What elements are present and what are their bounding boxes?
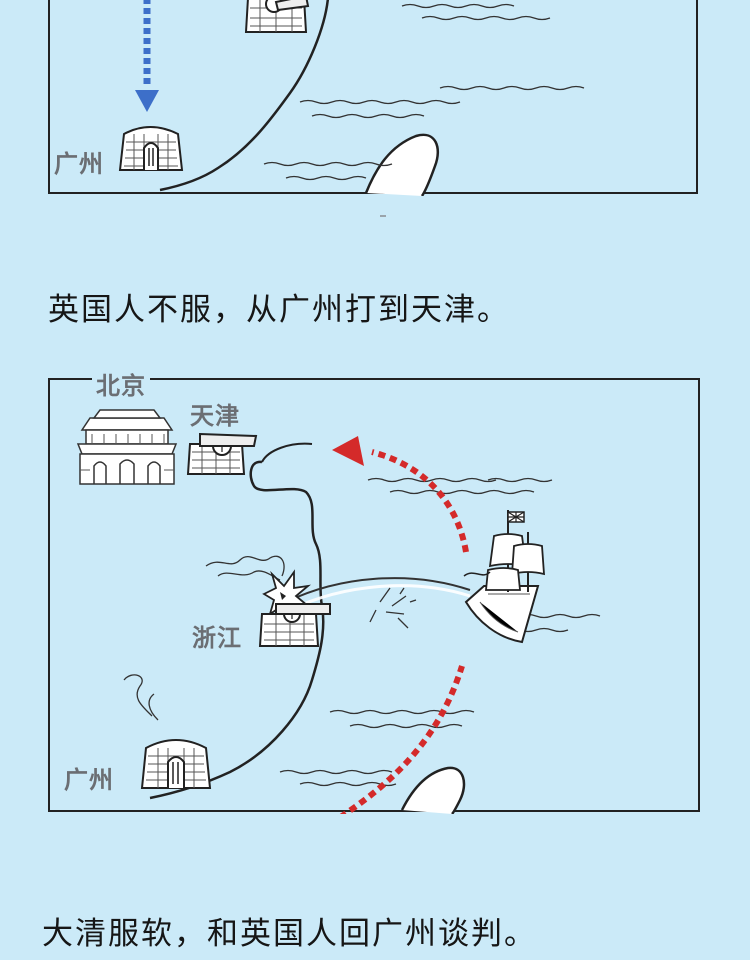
label-zhejiang: 浙江: [192, 624, 242, 652]
fortress-icon: [140, 739, 212, 789]
label-guangzhou-bottom: 广州: [64, 766, 114, 794]
cannon-fortress-icon: [186, 432, 258, 475]
blue-dashed-arrow-icon: [135, 0, 159, 112]
map-illustration-top: [118, 0, 585, 196]
map-panel-bottom: 北京 天津 浙江 广州: [48, 366, 700, 814]
cannon-fortress-icon: [258, 603, 331, 647]
splash-icon: [369, 587, 417, 629]
map-illustration-bottom: [76, 409, 601, 814]
fortress-icon: [118, 126, 184, 171]
caption-first: 英国人不服，从广州打到天津。: [48, 292, 510, 328]
waves-icon: [279, 477, 601, 787]
label-guangzhou-top: 广州: [54, 150, 104, 178]
map-panel-top: 广州: [48, 0, 698, 196]
label-tianjin: 天津: [190, 402, 240, 430]
cannon-fortress-icon: [244, 0, 310, 33]
palace-icon: [76, 409, 178, 485]
label-beijing: 北京: [92, 366, 150, 401]
divider-mark: [380, 215, 386, 217]
red-dashed-arrow-icon: [332, 436, 469, 553]
waves-icon: [263, 3, 585, 181]
sailing-ship-icon: [463, 510, 545, 644]
caption-second: 大清服软，和英国人回广州谈判。: [42, 916, 537, 952]
red-dashed-arrow-curve: [339, 665, 465, 814]
